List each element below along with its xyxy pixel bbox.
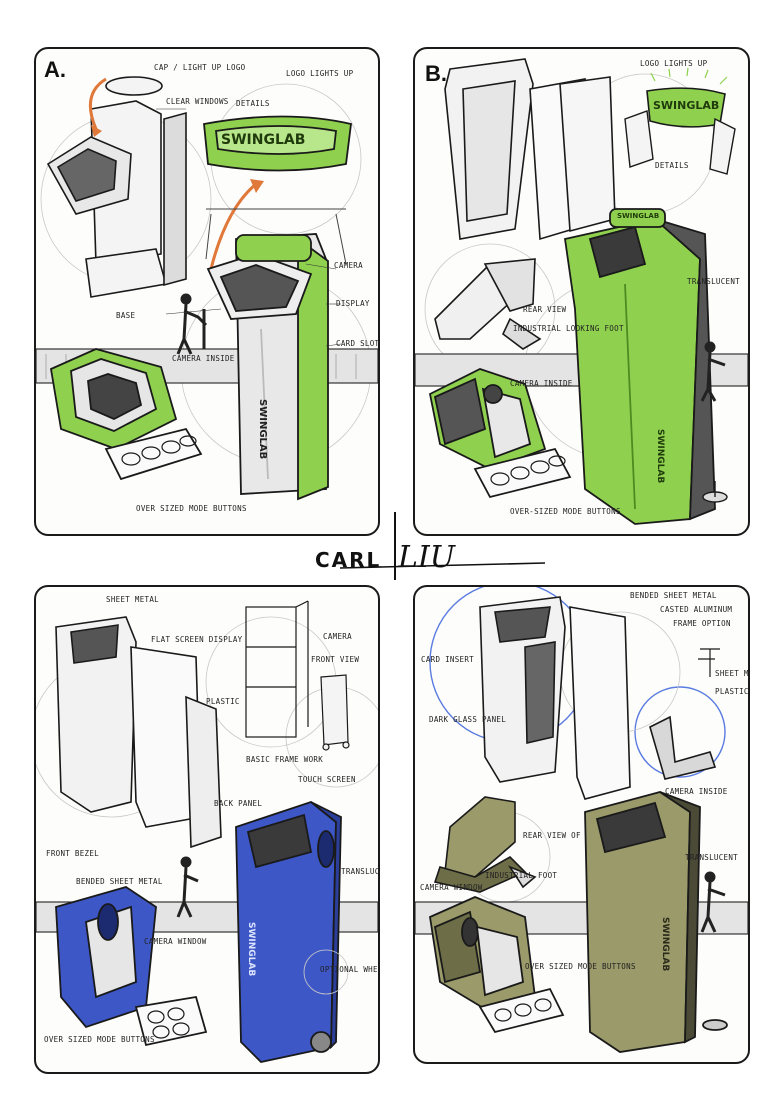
- brand-badge-a: SWINGLAB: [221, 132, 306, 148]
- panel-a: A. CAP / LIGHT UP LOGO LOGO LIGHTS UP CL…: [34, 47, 380, 536]
- note-plastic-d: PLASTIC: [715, 687, 749, 696]
- panel-c-sketch: [36, 600, 378, 1063]
- signature-first: CARL: [315, 548, 382, 572]
- note-sheet-m-d: SHEET M: [715, 669, 749, 678]
- note-camera-inside-d: CAMERA INSIDE: [665, 787, 728, 796]
- note-optional-wheel-c: OPTIONAL WHEEL: [320, 965, 378, 974]
- note-flat-screen-c: FLAT SCREEN DISPLAY: [151, 635, 243, 644]
- signature-last: LIU: [398, 540, 456, 575]
- note-clear-windows: CLEAR WINDOWS: [166, 97, 229, 106]
- note-translucent-b: TRANSLUCENT: [687, 277, 740, 286]
- note-plastic-c: PLASTIC: [206, 697, 240, 706]
- note-dark-glass-d: DARK GLASS PANEL: [429, 715, 507, 724]
- brand-badge-b: SWINGLAB: [653, 99, 720, 112]
- note-camera-window-d: CAMERA WINDOW: [420, 883, 483, 892]
- brand-side-a: SWINGLAB: [257, 399, 268, 460]
- note-base: BASE: [116, 311, 136, 320]
- brand-side-d: SWINGLAB: [660, 917, 670, 972]
- note-camera: CAMERA: [334, 261, 363, 270]
- panel-b-letter: B.: [425, 61, 447, 86]
- note-cap-light: CAP / LIGHT UP LOGO: [154, 63, 246, 72]
- note-translucent-c: TRANSLUCENT: [341, 867, 380, 876]
- note-touch-screen-c: TOUCH SCREEN: [298, 775, 356, 784]
- panel-d: BENDED SHEET METAL CASTED ALUMINUM FRAME…: [413, 585, 750, 1064]
- note-bended-sheet-c: BENDED SHEET METAL: [76, 877, 163, 886]
- note-card-insert-d: CARD INSERT: [421, 655, 474, 664]
- note-bended-sheet-d: BENDED SHEET METAL: [630, 591, 717, 600]
- panel-b: B. LOGO LIGHTS UP DETAILS TRANSLUCENT RE…: [413, 47, 750, 536]
- brand-top-b: SWINGLAB: [617, 212, 660, 220]
- note-sheet-metal-c: SHEET METAL: [106, 595, 159, 604]
- note-buttons: OVER SIZED MODE BUTTONS: [136, 504, 247, 513]
- note-camera-window-c: CAMERA WINDOW: [144, 937, 207, 946]
- note-buttons-d: OVER SIZED MODE BUTTONS: [525, 962, 636, 971]
- note-industrial-foot-b: INDUSTRIAL LOOKING FOOT: [513, 324, 624, 333]
- brand-side-b: SWINGLAB: [655, 429, 665, 484]
- note-rear-view-d: REAR VIEW OF: [523, 831, 581, 840]
- brand-side-c: SWINGLAB: [246, 922, 256, 977]
- note-card-slot: CARD SLOT: [336, 339, 380, 348]
- note-back-panel-c: BACK PANEL: [214, 799, 263, 808]
- note-rear-view-b: REAR VIEW: [523, 305, 567, 314]
- note-logo-lights-b: LOGO LIGHTS UP: [640, 59, 708, 68]
- panel-a-sketch: [36, 76, 378, 501]
- note-camera-c: CAMERA: [323, 632, 352, 641]
- note-industrial-foot-d: INDUSTRIAL FOOT: [485, 871, 558, 880]
- note-details: DETAILS: [236, 99, 270, 108]
- note-frame-option-d: FRAME OPTION: [673, 619, 731, 628]
- note-casted-alum-d: CASTED ALUMINUM: [660, 605, 733, 614]
- note-basic-frame-c: BASIC FRAME WORK: [246, 755, 324, 764]
- panel-d-sketch: [415, 587, 748, 1053]
- note-camera-inside-b: CAMERA INSIDE: [510, 379, 573, 388]
- note-buttons-c: OVER SIZED MODE BUTTONS: [44, 1035, 155, 1044]
- note-front-bezel-c: FRONT BEZEL: [46, 849, 99, 858]
- note-display: DISPLAY: [336, 299, 370, 308]
- note-buttons-b: OVER-SIZED MODE BUTTONS: [510, 507, 621, 516]
- panel-b-sketch: [415, 58, 748, 525]
- note-logo-lights: LOGO LIGHTS UP: [286, 69, 354, 78]
- note-details-b: DETAILS: [655, 161, 689, 170]
- panel-c: SHEET METAL FLAT SCREEN DISPLAY CAMERA F…: [34, 585, 380, 1074]
- note-front-view-c: FRONT VIEW: [311, 655, 360, 664]
- note-camera-inside: CAMERA INSIDE: [172, 354, 235, 363]
- panel-a-letter: A.: [44, 57, 66, 82]
- note-translucent-d: TRANSLUCENT: [685, 853, 738, 862]
